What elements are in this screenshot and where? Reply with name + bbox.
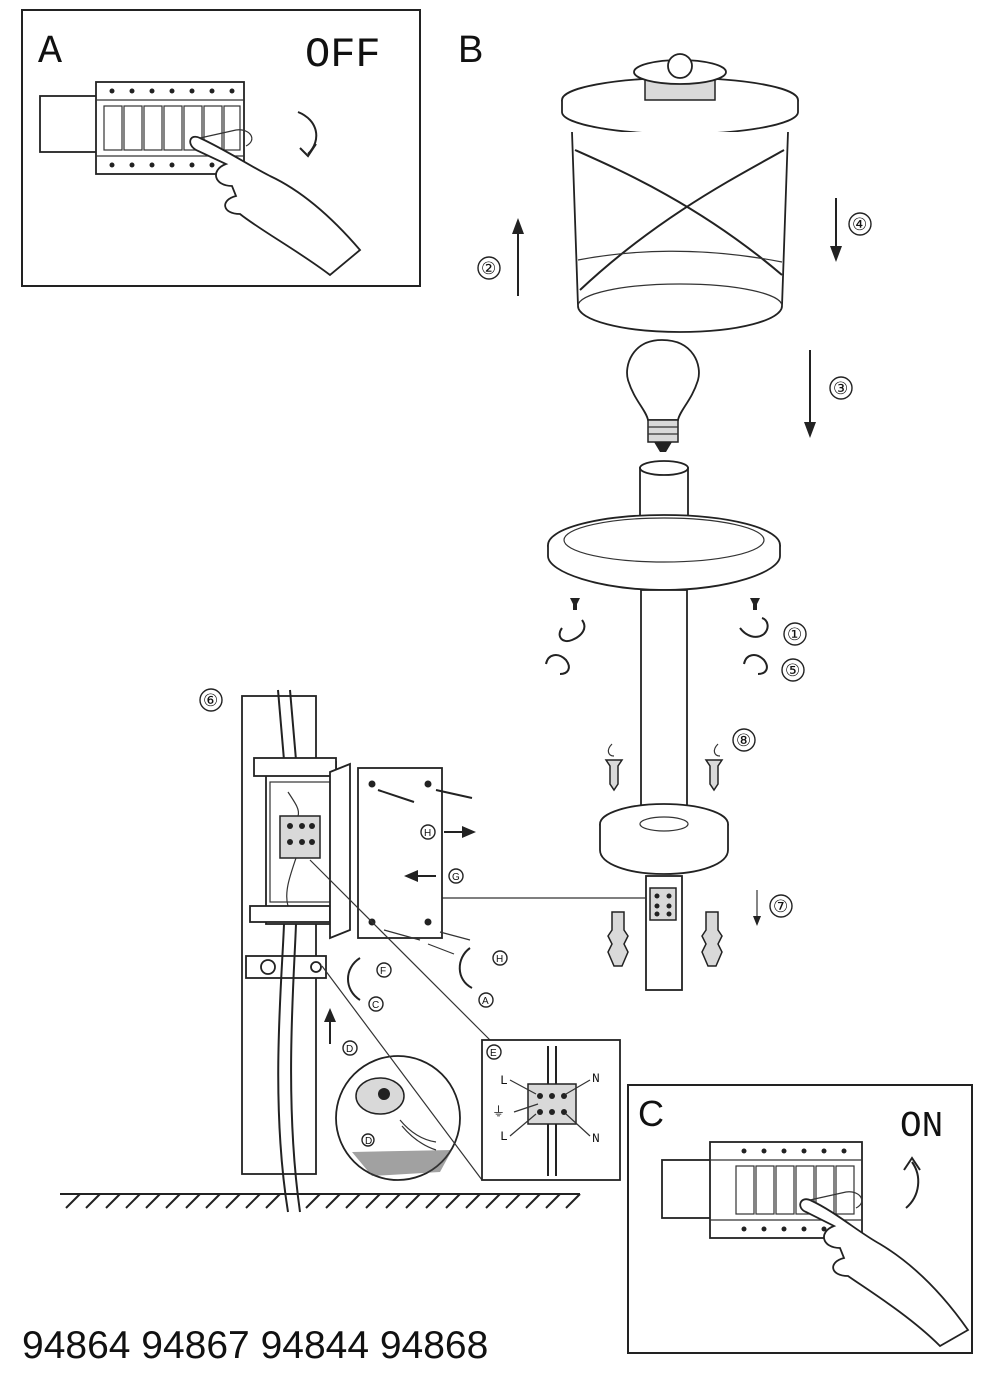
terminal-block-icon (527, 1083, 577, 1125)
svg-text:①: ① (787, 625, 802, 644)
rotate-arrows-1 (545, 617, 769, 675)
wire-label-l-bottom: L (500, 1129, 508, 1144)
svg-text:⑦: ⑦ (773, 897, 788, 916)
arrow-up-d (324, 1008, 336, 1044)
svg-text:②: ② (481, 259, 496, 278)
panel-a: A OFF (21, 9, 421, 287)
callout-f: F (376, 962, 392, 978)
base-screws (604, 743, 724, 792)
junction-box (241, 689, 476, 1213)
step-7: ⑦ (769, 894, 793, 918)
panel-c-state: ON (900, 1106, 943, 1147)
callout-h: H (492, 950, 508, 966)
svg-text:③: ③ (833, 379, 848, 398)
svg-text:⑥: ⑥ (203, 691, 218, 710)
wall-plug-icon (607, 911, 723, 967)
arrow-right-h (444, 826, 476, 838)
wire-label-n-bottom: N (592, 1131, 600, 1146)
svg-text:G: G (452, 872, 460, 883)
arrow-down-3 (804, 350, 816, 438)
callout-a: A (478, 992, 494, 1008)
hand-icon (799, 1191, 970, 1348)
panel-a-state: OFF (305, 31, 381, 79)
lamp-lantern-icon (561, 53, 799, 333)
svg-text:D: D (346, 1044, 353, 1055)
panel-b-letter: B (458, 29, 483, 71)
ground-surface (60, 1193, 581, 1209)
svg-text:⑧: ⑧ (736, 731, 751, 750)
post-tube (640, 589, 688, 841)
arrow-down-7 (753, 890, 761, 926)
cap-knob (667, 53, 693, 79)
step-6: ⑥ (199, 688, 223, 712)
panel-a-letter: A (38, 30, 62, 75)
screw-icon (570, 598, 760, 610)
step-4: ④ (848, 212, 872, 236)
step-5: ⑤ (781, 658, 805, 682)
step-1: ① (783, 622, 807, 646)
model-numbers: 94864 94867 94844 94868 (22, 1324, 488, 1367)
hand-icon (189, 129, 362, 277)
svg-text:H: H (496, 954, 503, 965)
svg-text:E: E (490, 1048, 497, 1059)
svg-text:D: D (365, 1136, 372, 1147)
arrow-left-g (404, 870, 436, 882)
step-8: ⑧ (732, 728, 756, 752)
turn-on-arrow (905, 1161, 920, 1209)
terminal-block-icon (279, 815, 321, 859)
step-2: ② (477, 256, 501, 280)
callout-h-top: H (420, 824, 436, 840)
svg-text:A: A (482, 996, 489, 1007)
box-cover (357, 767, 443, 939)
panel-c-letter: C (638, 1093, 664, 1134)
step-3: ③ (829, 376, 853, 400)
callout-g: G (448, 868, 464, 884)
svg-text:⑤: ⑤ (785, 661, 800, 680)
wire-label-l-top: L (500, 1073, 508, 1088)
cable-gland-icon: D (335, 1055, 461, 1181)
light-bulb-icon (626, 339, 700, 452)
circuit-breaker-icon (39, 81, 245, 175)
arrow-down-4 (830, 198, 842, 262)
panel-a-frame (21, 9, 421, 287)
svg-text:H: H (424, 828, 431, 839)
wire-label-earth: ⏚ (492, 1105, 505, 1120)
wiring-inset: E L N ⏚ L N (481, 1039, 621, 1181)
svg-text:④: ④ (852, 215, 867, 234)
svg-text:C: C (372, 1000, 379, 1011)
panel-c-frame (627, 1084, 973, 1354)
callout-d: D (342, 1040, 358, 1056)
terminal-block-icon (649, 887, 677, 921)
arrow-up-2 (512, 218, 524, 296)
svg-text:F: F (380, 966, 386, 977)
wire-label-n-top: N (592, 1071, 600, 1086)
callout-c: C (368, 996, 384, 1012)
panel-c: C ON (627, 1084, 973, 1354)
lamp-post (547, 460, 781, 991)
callout-e: E (486, 1044, 502, 1060)
